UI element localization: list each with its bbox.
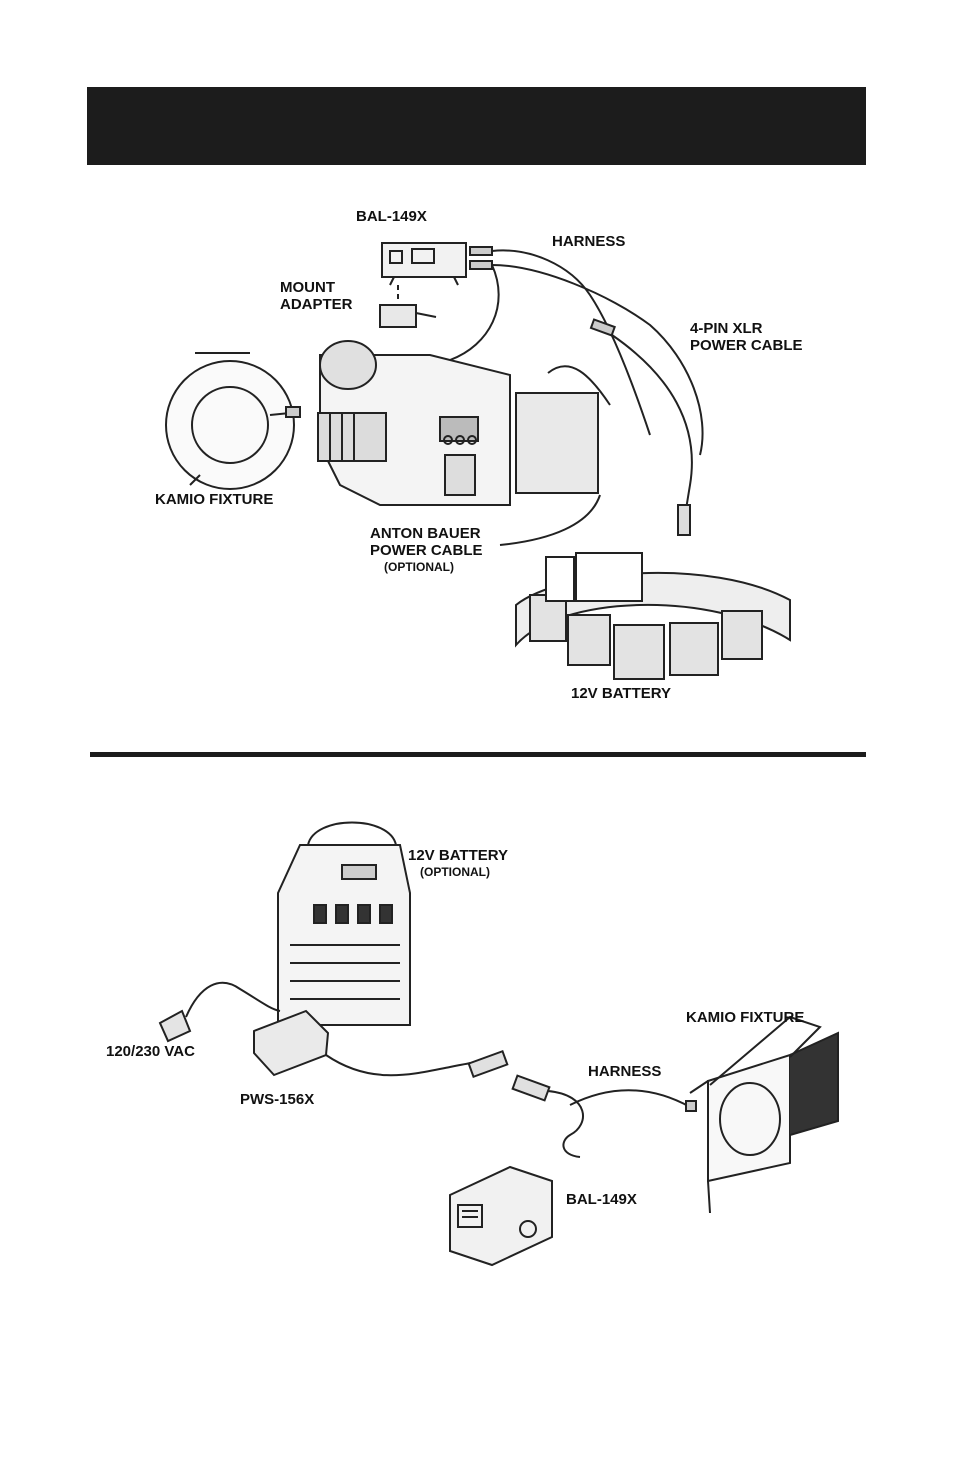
label-4pin-xlr: 4-PIN XLR POWER CABLE (690, 320, 803, 354)
kamio-ring-fixture (166, 361, 294, 489)
label-120-230-vac: 120/230 VAC (106, 1043, 195, 1060)
label-harness-bottom: HARNESS (588, 1063, 661, 1080)
label-mount-adapter: MOUNT ADAPTER (280, 279, 353, 313)
label-bal-149x: BAL-149X (356, 208, 427, 225)
label-kamio-fixture-bottom: KAMIO FIXTURE (686, 1009, 804, 1026)
section-divider (90, 752, 866, 757)
header-bar (87, 87, 866, 165)
camera-setup-illustration (90, 185, 866, 730)
ac-plug (160, 1011, 190, 1041)
camera-setup-diagram: BAL-149X HARNESS MOUNT ADAPTER 4-PIN XLR… (90, 185, 866, 730)
label-kamio-fixture: KAMIO FIXTURE (155, 491, 273, 508)
label-anton-bauer: ANTON BAUER POWER CABLE (OPTIONAL) (370, 525, 483, 576)
label-harness: HARNESS (552, 233, 625, 250)
power-supply (254, 1011, 328, 1075)
label-12v-battery-optional: 12V BATTERY (OPTIONAL) (408, 847, 508, 881)
ac-setup-diagram: 12V BATTERY (OPTIONAL) KAMIO FIXTURE 120… (90, 785, 866, 1325)
label-12v-battery: 12V BATTERY (571, 685, 671, 702)
label-pws-156x: PWS-156X (240, 1091, 314, 1108)
camera-battery (516, 393, 598, 493)
camera-lens (318, 413, 386, 461)
label-bal-149x-bottom: BAL-149X (566, 1191, 637, 1208)
